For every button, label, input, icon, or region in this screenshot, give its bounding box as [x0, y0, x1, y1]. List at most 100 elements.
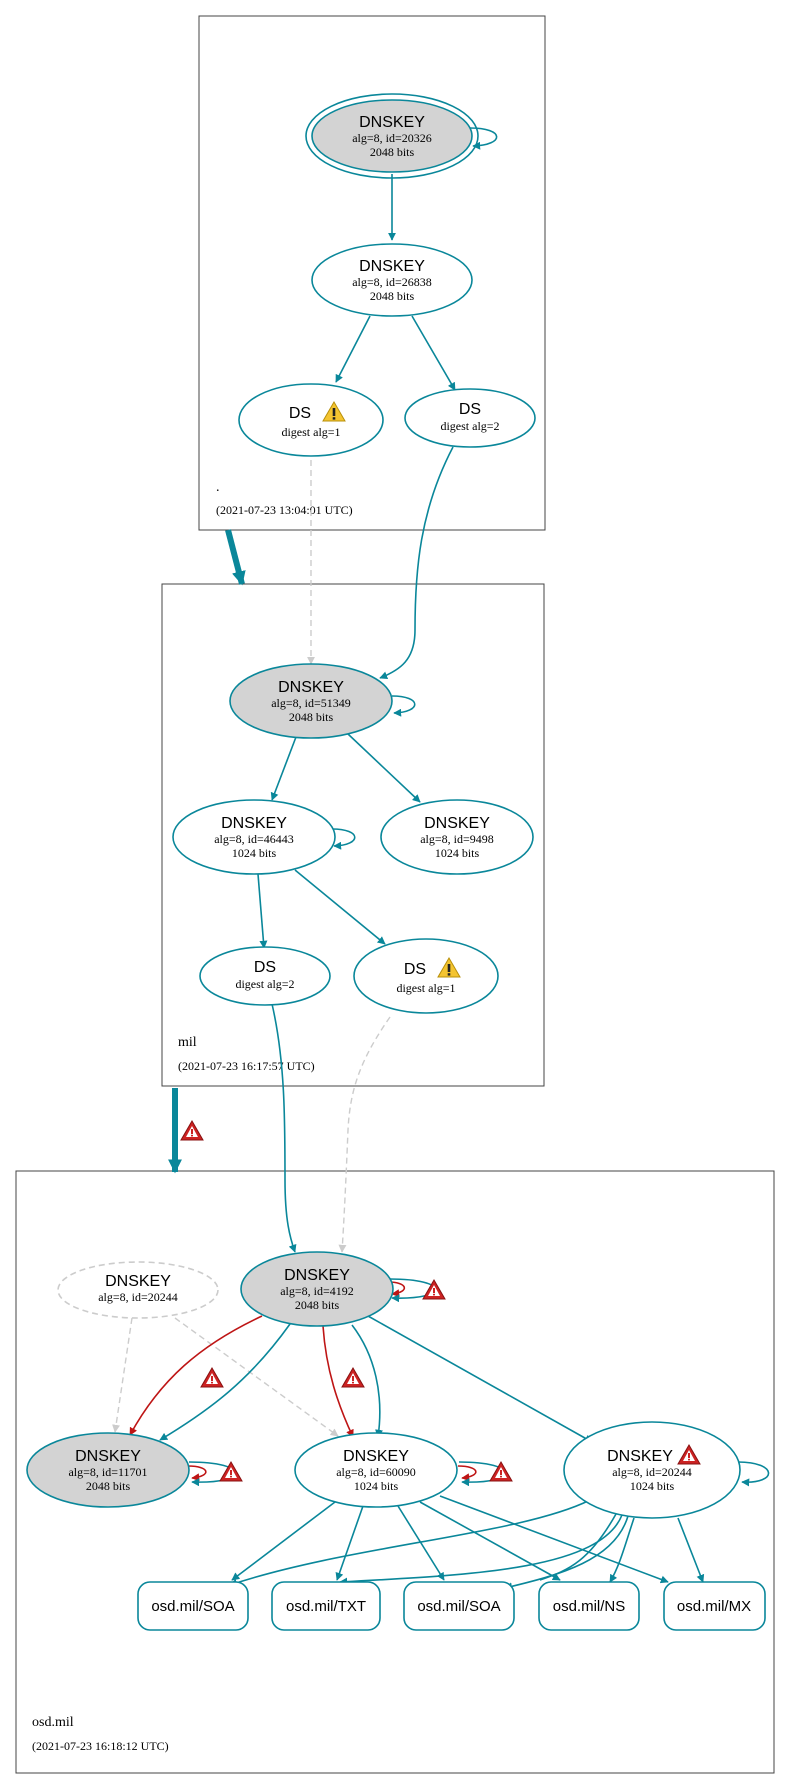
rrset-label: osd.mil/SOA — [151, 1598, 234, 1615]
edge-mil-ksk-46443 — [270, 736, 297, 801]
edge-mil-ksk-9498 — [347, 733, 421, 803]
node-root-ds2[interactable]: DS digest alg=2 — [404, 388, 536, 448]
node-title: DNSKEY — [221, 815, 287, 832]
delegation-root-to-mil — [225, 529, 246, 586]
zone-root-time: (2021-07-23 13:04:01 UTC) — [216, 503, 353, 517]
zone-mil-time: (2021-07-23 16:17:57 UTC) — [178, 1059, 315, 1073]
edge-osd-4192-20244 — [367, 1315, 593, 1443]
node-title: DNSKEY — [284, 1267, 350, 1284]
node-id-label: alg=8, id=20244 — [98, 1290, 178, 1304]
rrset-txt[interactable]: osd.mil/TXT — [271, 1581, 381, 1631]
edge-osd-missing-to-60090 — [174, 1317, 339, 1437]
edge-osd-60090-self-red — [457, 1465, 477, 1482]
node-osd-20244[interactable]: DNSKEY alg=8, id=20244 1024 bits — [563, 1421, 741, 1519]
node-osd-20244-missing[interactable]: DNSKEY alg=8, id=20244 — [57, 1261, 219, 1319]
node-id-label: alg=8, id=51349 — [271, 696, 351, 710]
node-size-label: 2048 bits — [370, 289, 415, 303]
node-title: DS — [289, 405, 311, 422]
node-id-label: alg=8, id=4192 — [280, 1284, 354, 1298]
node-osd-4192[interactable]: DNSKEY alg=8, id=4192 2048 bits — [240, 1251, 394, 1327]
edge-60090-soa1 — [231, 1501, 336, 1581]
rrset-label: osd.mil/TXT — [286, 1598, 366, 1615]
zone-root-box — [198, 15, 546, 531]
node-title: DS — [254, 959, 276, 976]
node-title: DNSKEY — [75, 1448, 141, 1465]
edge-osd-20244-self — [737, 1461, 770, 1487]
edge-60090-mx — [439, 1495, 669, 1584]
node-id-label: alg=8, id=9498 — [420, 832, 494, 846]
node-size-label: 1024 bits — [232, 846, 277, 860]
node-mil-46443[interactable]: DNSKEY alg=8, id=46443 1024 bits — [172, 799, 336, 875]
edge-20244-soa1 — [229, 1499, 591, 1587]
edge-osd-4192-60090-teal — [351, 1324, 383, 1438]
node-digest-label: digest alg=1 — [281, 425, 340, 439]
node-digest-label: digest alg=2 — [235, 977, 294, 991]
edge-20244-ns — [609, 1517, 635, 1583]
zone-osd-time: (2021-07-23 16:18:12 UTC) — [32, 1739, 169, 1753]
edge-mil-46443-ds1 — [294, 869, 386, 945]
node-root-zsk[interactable]: DNSKEY alg=8, id=26838 2048 bits — [311, 243, 473, 317]
edge-20244-txt — [339, 1514, 623, 1586]
node-id-label: alg=8, id=11701 — [68, 1465, 147, 1479]
node-id-label: alg=8, id=20244 — [612, 1465, 692, 1479]
node-root-ksk[interactable]: DNSKEY alg=8, id=20326 2048 bits — [305, 93, 479, 179]
node-mil-ds2[interactable]: DS digest alg=2 — [199, 946, 331, 1006]
edge-20244-mx — [677, 1517, 705, 1583]
rrset-ns[interactable]: osd.mil/NS — [538, 1581, 640, 1631]
node-size-label: 1024 bits — [354, 1479, 399, 1493]
node-osd-60090[interactable]: DNSKEY alg=8, id=60090 1024 bits — [294, 1432, 458, 1508]
rrset-label: osd.mil/SOA — [417, 1598, 500, 1615]
rrset-label: osd.mil/NS — [553, 1598, 626, 1615]
osd-4192-60090-error-icon — [341, 1367, 365, 1388]
edge-osd-4192-11701-red — [129, 1315, 263, 1436]
node-size-label: 2048 bits — [289, 710, 334, 724]
node-size-label: 2048 bits — [370, 145, 415, 159]
edge-60090-txt — [335, 1505, 364, 1581]
zone-osd-name: osd.mil — [32, 1715, 74, 1730]
node-size-label: 2048 bits — [86, 1479, 131, 1493]
node-title: DNSKEY — [424, 815, 490, 832]
node-mil-ksk[interactable]: DNSKEY alg=8, id=51349 2048 bits — [229, 663, 393, 739]
rrset-soa-1[interactable]: osd.mil/SOA — [137, 1581, 249, 1631]
node-root-ds1[interactable]: DS digest alg=1 — [238, 383, 384, 457]
edge-mil-46443-ds2 — [257, 873, 268, 949]
node-size-label: 2048 bits — [295, 1298, 340, 1312]
node-title: DNSKEY — [359, 114, 425, 131]
rrset-label: osd.mil/MX — [677, 1598, 751, 1615]
edge-60090-ns — [419, 1501, 561, 1581]
node-size-label: 1024 bits — [435, 846, 480, 860]
node-mil-ds1[interactable]: DS digest alg=1 — [353, 938, 499, 1014]
edge-mil-ds1-to-osd-4192 — [338, 1016, 391, 1253]
zone-root-name: . — [216, 480, 220, 495]
node-mil-9498[interactable]: DNSKEY alg=8, id=9498 1024 bits — [380, 799, 534, 875]
node-id-label: alg=8, id=20326 — [352, 131, 432, 145]
rrset-mx[interactable]: osd.mil/MX — [663, 1581, 766, 1631]
osd-4192-11701-error-icon — [200, 1367, 224, 1388]
zone-osd-box — [15, 1170, 775, 1774]
node-id-label: alg=8, id=60090 — [336, 1465, 416, 1479]
edge-osd-11701-self-red — [187, 1465, 207, 1482]
edge-mil-ksk-self — [391, 695, 416, 717]
node-size-label: 1024 bits — [630, 1479, 675, 1493]
node-digest-label: digest alg=1 — [396, 981, 455, 995]
rrset-soa-2[interactable]: osd.mil/SOA — [403, 1581, 515, 1631]
edge-osd-4192-60090-red — [322, 1325, 354, 1438]
zone-mil-box — [161, 583, 545, 1087]
node-title: DS — [404, 961, 426, 978]
node-title: DNSKEY — [607, 1448, 673, 1465]
edge-root-zsk-ds1 — [335, 315, 371, 383]
edge-20244-soa2 — [504, 1515, 629, 1591]
edge-root-ksk-self — [469, 127, 498, 150]
zone-mil-name: mil — [178, 1035, 197, 1050]
node-title: DNSKEY — [278, 679, 344, 696]
edge-osd-missing-to-11701 — [112, 1317, 133, 1433]
edge-ds2-to-mil-ksk — [379, 446, 454, 680]
edge-mil-46443-self — [331, 828, 356, 850]
node-digest-label: digest alg=2 — [440, 419, 499, 433]
delegation-error-icon — [180, 1120, 204, 1141]
node-title: DS — [459, 401, 481, 418]
edge-root-zsk-ds2 — [411, 315, 456, 391]
edge-20244-ns2 — [539, 1513, 617, 1581]
node-osd-11701[interactable]: DNSKEY alg=8, id=11701 2048 bits — [26, 1432, 190, 1508]
